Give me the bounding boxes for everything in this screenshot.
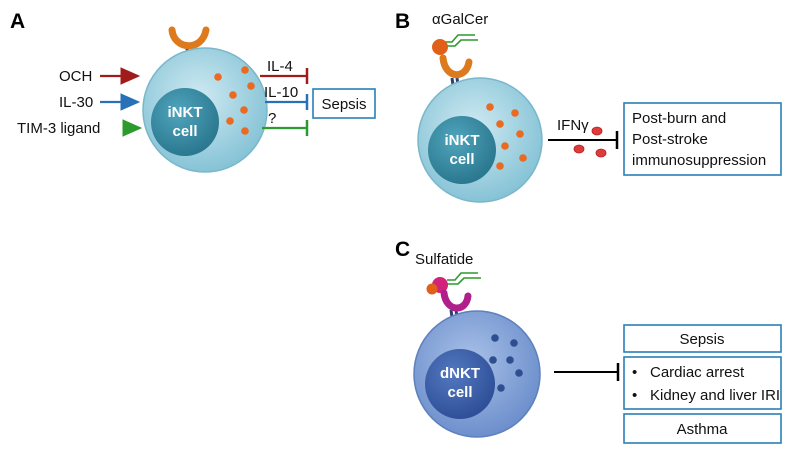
panel-b: B αGalCer iNKT cell IFNγ xyxy=(395,10,782,203)
input-label-il30: IL-30 xyxy=(59,94,93,111)
inkt-cell-nucleus xyxy=(151,88,219,156)
ifng-molecules xyxy=(573,126,607,158)
panel-c-letter: C xyxy=(395,238,410,261)
sepsis-box xyxy=(623,324,782,353)
conditions-box xyxy=(623,356,782,410)
granules xyxy=(486,103,527,170)
glycolipid-ligand-icon xyxy=(432,34,478,55)
cell-label-line2: cell xyxy=(449,151,474,168)
granules xyxy=(489,334,523,392)
condition-item-kidney-liver-iri: Kidney and liver IRI xyxy=(650,387,780,404)
bullet-glyph: • xyxy=(632,364,637,381)
panel-a-letter: A xyxy=(10,10,25,33)
target-line-3: immunosuppression xyxy=(632,152,766,169)
cytokine-label-ifng: IFNγ xyxy=(557,117,589,134)
cell-label-line2: cell xyxy=(172,123,197,140)
cell-label-line1: iNKT xyxy=(168,104,203,121)
panel-b-letter: B xyxy=(395,10,410,33)
ligand-label-agalcer: αGalCer xyxy=(432,11,488,28)
input-label-och: OCH xyxy=(59,68,92,85)
cell-label-line2: cell xyxy=(447,384,472,401)
immunosuppression-box xyxy=(623,102,782,176)
dnkt-cell-nucleus xyxy=(425,349,495,419)
input-label-tim3: TIM-3 ligand xyxy=(17,120,100,137)
cell-label-line1: iNKT xyxy=(445,132,480,149)
asthma-box xyxy=(623,413,782,444)
sepsis-box xyxy=(312,88,376,119)
ligand-label-sulfatide: Sulfatide xyxy=(415,251,473,268)
panel-a: A iNKT cell OCH IL-30 TIM-3 ligand xyxy=(10,10,376,173)
target-line-1: Post-burn and xyxy=(632,110,726,127)
panel-c: C Sulfatide dNKT cell Sepsis xyxy=(395,238,782,444)
target-line-2: Post-stroke xyxy=(632,131,708,148)
sulfatide-ligand-icon xyxy=(426,272,481,295)
cytokine-label-il4: IL-4 xyxy=(267,58,293,75)
asthma-label: Asthma xyxy=(677,421,729,438)
cell-label-line1: dNKT xyxy=(440,365,480,382)
condition-item-cardiac-arrest: Cardiac arrest xyxy=(650,364,745,381)
sepsis-label: Sepsis xyxy=(321,96,366,113)
inkt-cell-nucleus xyxy=(428,116,496,184)
bullet-glyph: • xyxy=(632,387,637,404)
granules xyxy=(214,66,255,135)
cytokine-label-unknown: ? xyxy=(268,110,276,127)
cytokine-label-il10: IL-10 xyxy=(264,84,298,101)
sepsis-label: Sepsis xyxy=(679,331,724,348)
